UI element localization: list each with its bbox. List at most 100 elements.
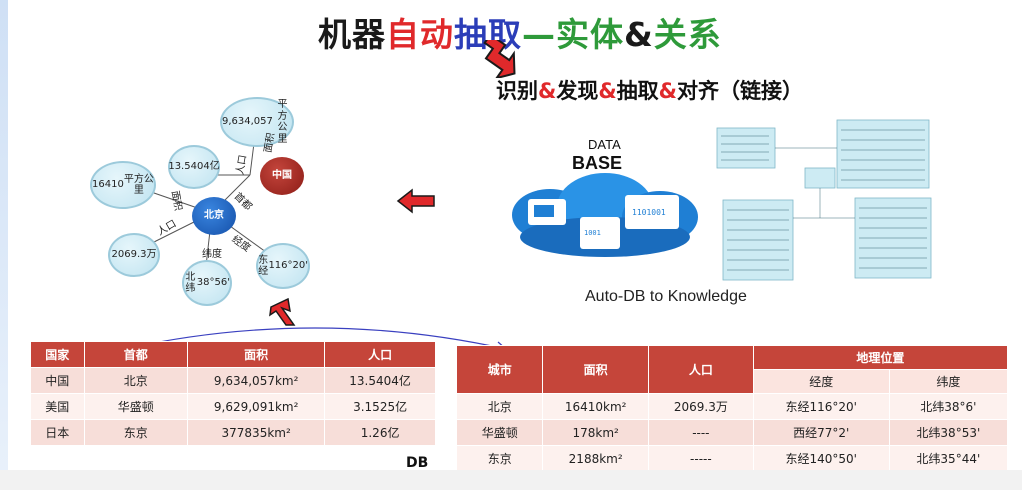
node-china-pop-unit: 亿 — [209, 161, 220, 173]
cell: 13.5404亿 — [324, 367, 436, 394]
db-label: DB — [406, 455, 429, 471]
cell: 377835km² — [187, 419, 326, 446]
title-part-amp: & — [624, 15, 654, 54]
cell: ---- — [647, 419, 754, 446]
cell: 北京 — [83, 367, 189, 394]
col-header-population: 人口 — [647, 345, 754, 394]
table-row: 日本 东京 377835km² 1.26亿 — [30, 419, 436, 446]
title-arrow-icon — [483, 40, 516, 78]
table-row: 东京 2188km² ----- 东经140°50' 北纬35°44' — [455, 445, 1009, 472]
subtitle-discover: 发现 — [556, 79, 599, 103]
table-row: 北京 16410km² 2069.3万 东经116°20' 北纬38°6' — [455, 393, 1009, 420]
up-arrow-icon — [269, 297, 296, 326]
edge-label-lat: 纬度 — [202, 249, 222, 260]
country-table-header: 国家 首都 面积 人口 — [30, 341, 436, 368]
cell: 美国 — [30, 393, 85, 420]
cell: 东经140°50' — [752, 445, 890, 472]
schema-diagram — [715, 118, 933, 283]
cell: 178km² — [542, 419, 649, 446]
subtitle-extract: 抽取 — [616, 79, 659, 103]
col-header-longitude: 经度 — [752, 369, 890, 394]
node-china-area-unit: 平方公里 — [277, 99, 288, 145]
cell: 中国 — [30, 367, 85, 394]
node-lat-prefix: 北纬 — [185, 271, 196, 295]
svg-text:1001: 1001 — [584, 229, 601, 237]
cell: 北京 — [455, 393, 544, 420]
cell: 东京 — [455, 445, 544, 472]
node-lon-value: 116°20' — [268, 260, 308, 272]
col-header-area: 面积 — [187, 341, 326, 368]
db-base-text: BASE — [572, 153, 622, 173]
cell: 3.1525亿 — [324, 393, 436, 420]
node-lat-value: 38°56' — [196, 277, 230, 289]
table-row: 华盛顿 178km² ---- 西经77°2' 北纬38°53' — [455, 419, 1009, 446]
node-beijing-area-unit: 平方公里 — [123, 173, 154, 197]
subtitle-amp-1: & — [538, 79, 557, 103]
subtitle-amp-2: & — [598, 79, 617, 103]
cell: 日本 — [30, 419, 85, 446]
slide-edge — [0, 0, 8, 490]
col-header-location: 地理位置 — [752, 345, 1009, 370]
slide-subtitle: 识别&发现&抽取&对齐（链接） — [496, 75, 803, 105]
cell: 16410km² — [542, 393, 649, 420]
cell: 北纬35°44' — [888, 445, 1009, 472]
node-beijing-area-value: 16410 — [92, 179, 124, 191]
left-arrow-icon — [396, 188, 435, 214]
cell: 华盛顿 — [455, 419, 544, 446]
table-row: 中国 北京 9,634,057km² 13.5404亿 — [30, 367, 436, 394]
node-china-area-value: 9,634,057 — [222, 116, 273, 128]
node-china-pop-value: 13.5404 — [168, 161, 210, 173]
database-illustration: DATA BASE 1101001 1001 — [510, 135, 700, 265]
cell: 9,634,057km² — [187, 367, 326, 394]
edge-label-area-2: 面积 — [168, 190, 184, 212]
col-header-area: 面积 — [542, 345, 649, 394]
city-table: 城市 面积 人口 地理位置 经度 纬度 北京 16410km² 2069.3万 … — [455, 345, 1009, 472]
cell: 西经77°2' — [752, 419, 890, 446]
node-beijing: 北京 — [192, 197, 236, 235]
subtitle-identify: 识别 — [496, 79, 538, 103]
city-table-subheader: 经度 纬度 — [457, 369, 1009, 394]
col-header-population: 人口 — [324, 341, 436, 368]
node-beijing-pop-unit: 万 — [146, 249, 157, 261]
col-header-country: 国家 — [30, 341, 85, 368]
slide-title: 机器自动抽取—实体&关系 — [318, 8, 722, 56]
title-part-relation: 关系 — [653, 15, 722, 54]
cell: 1.26亿 — [324, 419, 436, 446]
cell: 东经116°20' — [752, 393, 890, 420]
cell: ----- — [647, 445, 754, 472]
cell: 9,629,091km² — [187, 393, 326, 420]
node-china: 中国 — [260, 157, 304, 195]
title-part-auto: 自动 — [386, 15, 454, 54]
city-table-header: 城市 面积 人口 地理位置 — [455, 345, 1009, 394]
node-beijing-pop-value: 2069.3 — [111, 249, 147, 261]
db-data-text: DATA — [588, 137, 621, 152]
node-beijing-label: 北京 — [204, 210, 224, 222]
col-header-city: 城市 — [455, 345, 544, 394]
title-part-machine: 机器 — [318, 15, 386, 54]
title-part-entity: —实体 — [522, 15, 624, 54]
country-table: 国家 首都 面积 人口 中国 北京 9,634,057km² 13.5404亿 … — [30, 341, 436, 446]
cell: 东京 — [83, 419, 189, 446]
node-china-area: 9,634,057 平方公里 — [220, 97, 294, 147]
cell: 华盛顿 — [83, 393, 189, 420]
node-lon-prefix: 东经 — [258, 254, 269, 278]
node-china-label: 中国 — [272, 170, 292, 182]
cell: 2069.3万 — [647, 393, 754, 420]
cell: 北纬38°6' — [888, 393, 1009, 420]
svg-text:1101001: 1101001 — [632, 208, 666, 217]
cell: 2188km² — [542, 445, 649, 472]
col-header-latitude: 纬度 — [888, 369, 1009, 394]
col-header-capital: 首都 — [83, 341, 189, 368]
auto-db-caption: Auto-DB to Knowledge — [585, 288, 747, 305]
cell: 北纬38°53' — [888, 419, 1009, 446]
title-part-extract: 抽取 — [454, 15, 522, 54]
subtitle-align: 对齐（链接） — [676, 79, 803, 103]
subtitle-amp-3: & — [658, 79, 677, 103]
bottom-bar — [0, 470, 1022, 490]
